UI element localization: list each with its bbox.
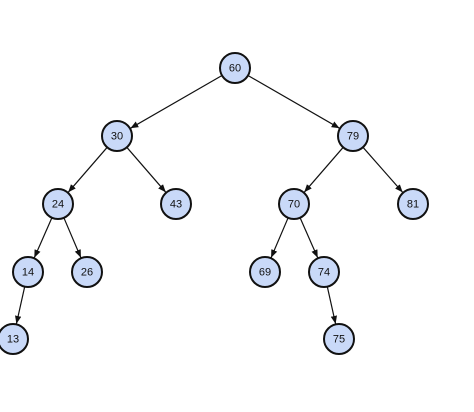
- edge-79-to-70: [303, 146, 344, 193]
- node-label: 43: [170, 199, 182, 211]
- edge-30-to-24: [67, 146, 108, 193]
- node-circle: [71, 256, 103, 288]
- tree-node-74: 74: [308, 256, 340, 288]
- node-label: 81: [407, 199, 419, 211]
- tree-node-26: 26: [71, 256, 103, 288]
- node-label: 70: [288, 199, 300, 211]
- edge-70-to-74: [299, 217, 319, 259]
- node-circle: [160, 188, 192, 220]
- node-circle: [323, 323, 355, 355]
- node-circle: [42, 188, 74, 220]
- node-circle: [12, 256, 44, 288]
- edge-14-to-13: [15, 286, 26, 325]
- tree-node-79: 79: [337, 120, 369, 152]
- node-label: 74: [318, 267, 330, 279]
- node-label: 13: [7, 334, 19, 346]
- node-label: 75: [333, 334, 345, 346]
- tree-node-81: 81: [397, 188, 429, 220]
- edge-24-to-26: [63, 217, 82, 258]
- node-label: 24: [52, 199, 64, 211]
- node-circle: [337, 120, 369, 152]
- node-label: 60: [229, 63, 241, 75]
- node-circle: [219, 52, 251, 84]
- node-label: 14: [22, 267, 34, 279]
- node-label: 79: [347, 131, 359, 143]
- edge-70-to-69: [270, 217, 289, 258]
- tree-node-75: 75: [323, 323, 355, 355]
- tree-node-13: 13: [0, 323, 29, 355]
- tree-node-30: 30: [101, 120, 133, 152]
- edge-60-to-79: [247, 74, 340, 129]
- node-circle: [249, 256, 281, 288]
- node-circle: [308, 256, 340, 288]
- edge-24-to-14: [33, 217, 53, 259]
- edges-layer: [15, 74, 404, 325]
- tree-node-60: 60: [219, 52, 251, 84]
- node-label: 30: [111, 131, 123, 143]
- edge-60-to-30: [130, 74, 223, 129]
- tree-node-70: 70: [278, 188, 310, 220]
- nodes-layer: 60 30 79 24 43 70 81 14 26 69 74 13 75: [0, 52, 429, 355]
- node-circle: [397, 188, 429, 220]
- node-circle: [0, 323, 29, 355]
- node-label: 69: [259, 267, 271, 279]
- node-label: 26: [81, 267, 93, 279]
- tree-node-43: 43: [160, 188, 192, 220]
- node-circle: [101, 120, 133, 152]
- edge-74-to-75: [326, 286, 337, 325]
- tree-node-14: 14: [12, 256, 44, 288]
- tree-node-24: 24: [42, 188, 74, 220]
- node-circle: [278, 188, 310, 220]
- tree-node-69: 69: [249, 256, 281, 288]
- edge-30-to-43: [126, 146, 167, 193]
- edge-79-to-81: [362, 146, 404, 193]
